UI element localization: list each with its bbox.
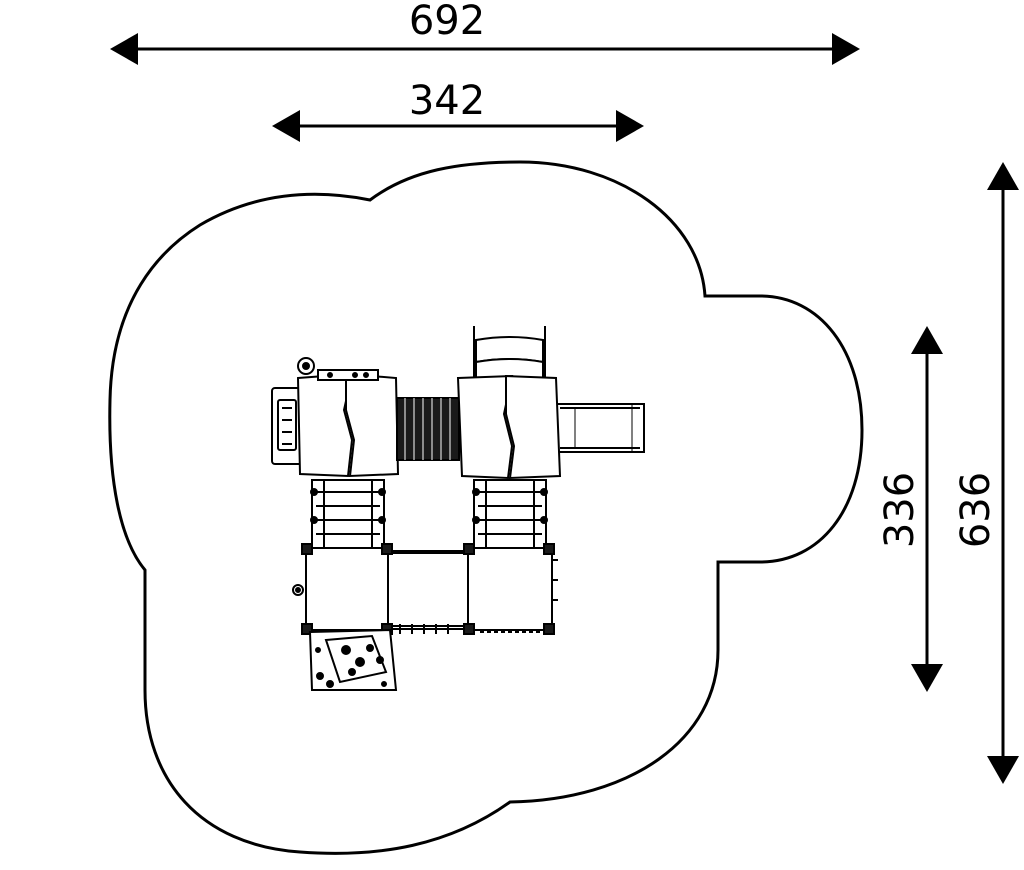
top-slide [473,326,546,379]
climbing-wall [308,628,398,691]
right-ladder [472,479,548,549]
safety-zone-outline [108,160,864,855]
dimension-equipment-width: 342 [272,78,644,142]
side-panel [271,357,315,465]
dimension-overall-width: 692 [110,0,860,65]
dimension-equipment-depth: 336 [877,326,943,692]
lower-platforms [292,543,558,635]
left-ladder [310,479,386,549]
crawl-tunnel [396,397,460,461]
dimension-overall-depth: 636 [953,162,1019,784]
left-roof [296,369,400,478]
overall-width-label: 692 [409,0,485,44]
equipment-width-label: 342 [409,78,485,124]
right-roof [456,374,562,480]
overall-depth-label: 636 [953,472,999,548]
play-equipment [271,326,645,691]
straight-slide [555,403,645,453]
equipment-depth-label: 336 [877,472,923,548]
